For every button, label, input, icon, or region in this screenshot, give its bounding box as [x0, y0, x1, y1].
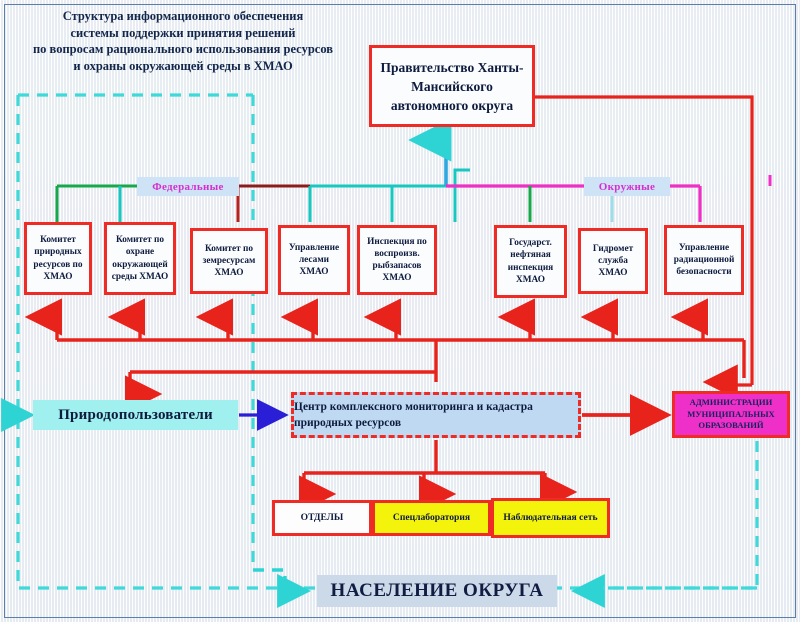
page-frame — [4, 4, 796, 618]
title-line-1: Структура информационного обеспечения — [62, 9, 304, 23]
title-line-3: по вопросам рационального использования … — [32, 42, 334, 56]
page-title: Структура информационного обеспечения си… — [18, 8, 348, 74]
node-agency-1[interactable]: Комитет природных ресурсов по ХМАО — [24, 222, 92, 295]
node-unit-observation-network[interactable]: Наблюдательная сеть — [491, 498, 610, 538]
label-federal: Федеральные — [137, 177, 239, 196]
line-government-to-right-rail — [535, 95, 754, 385]
arrow-rail-to-administrations — [702, 364, 752, 400]
node-government[interactable]: Правительство Ханты-Мансийского автономн… — [369, 45, 535, 127]
line-federal-riser — [453, 168, 470, 186]
node-nature-users[interactable]: Природопользователи — [33, 400, 238, 430]
node-administrations[interactable]: АДМИНИСТРАЦИИ МУНИЦИПАЛЬНЫХ ОБРАЗОВАНИЙ — [672, 391, 790, 438]
node-monitoring-center[interactable]: Центр комплексного мониторинга и кадастр… — [291, 392, 581, 438]
title-line-2: системы поддержки принятия решений — [70, 25, 296, 40]
node-agency-7[interactable]: Гидромет служба ХМАО — [578, 228, 648, 294]
node-unit-departments[interactable]: ОТДЕЛЫ — [272, 500, 372, 536]
node-agency-5[interactable]: Инспекция по воспроизв. рыбзапасов ХМАО — [357, 225, 437, 295]
node-agency-3[interactable]: Комитет по земресурсам ХМАО — [190, 228, 268, 294]
node-agency-8[interactable]: Управление радиационной безопасности — [664, 225, 744, 295]
label-okrug: Окружные — [584, 177, 670, 196]
node-agency-6[interactable]: Государст. нефтяная инспекция ХМАО — [494, 225, 567, 298]
node-agency-4[interactable]: Управление лесами ХМАО — [278, 225, 350, 295]
node-population: НАСЕЛЕНИЕ ОКРУГА — [317, 575, 557, 607]
arrow-boundary-to-population — [253, 568, 312, 608]
title-line-4: и охраны окружающей среды в ХМАО — [73, 58, 293, 73]
node-agency-2[interactable]: Комитет по охране окружающей среды ХМАО — [104, 222, 176, 295]
node-unit-speclab[interactable]: Спецлаборатория — [372, 500, 491, 536]
